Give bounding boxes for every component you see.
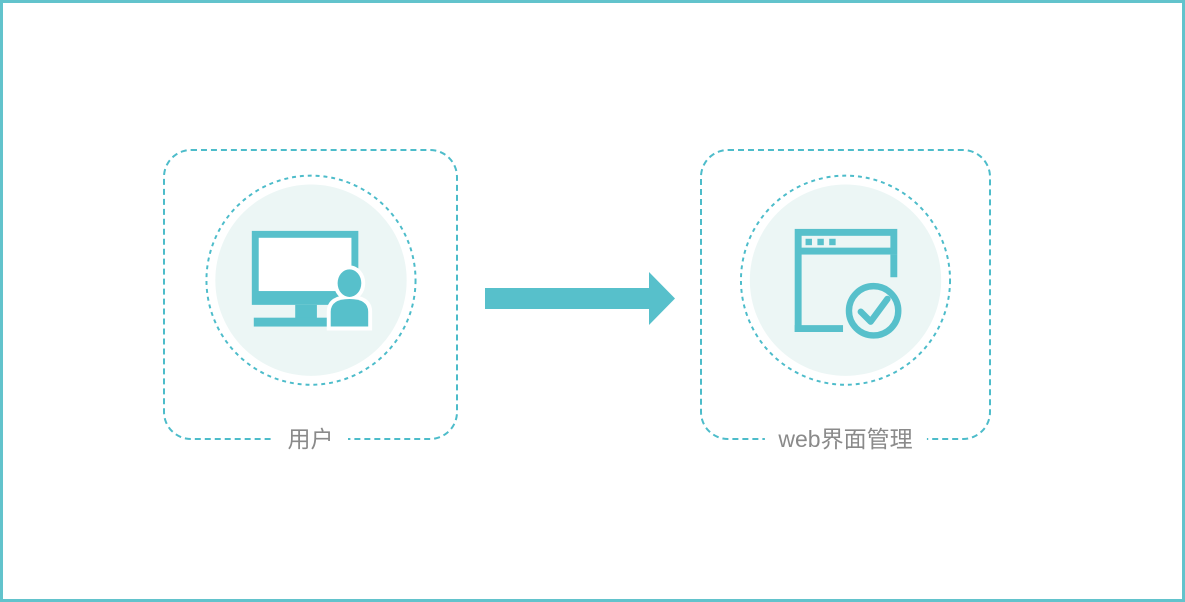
- browser-check-icon: [794, 228, 902, 339]
- node-web-management: web界面管理: [700, 149, 991, 454]
- node-user: 用户: [163, 149, 458, 454]
- node-user-graphic: [205, 174, 417, 386]
- dotted-ring: [739, 174, 952, 386]
- arrow-right-icon: [485, 272, 675, 325]
- node-web-management-label: web界面管理: [764, 424, 927, 454]
- node-user-label: 用户: [273, 424, 348, 454]
- user-terminal-icon: [251, 230, 373, 331]
- node-web-management-graphic: [739, 174, 952, 386]
- dotted-ring: [205, 174, 417, 386]
- mint-disc: [749, 184, 942, 376]
